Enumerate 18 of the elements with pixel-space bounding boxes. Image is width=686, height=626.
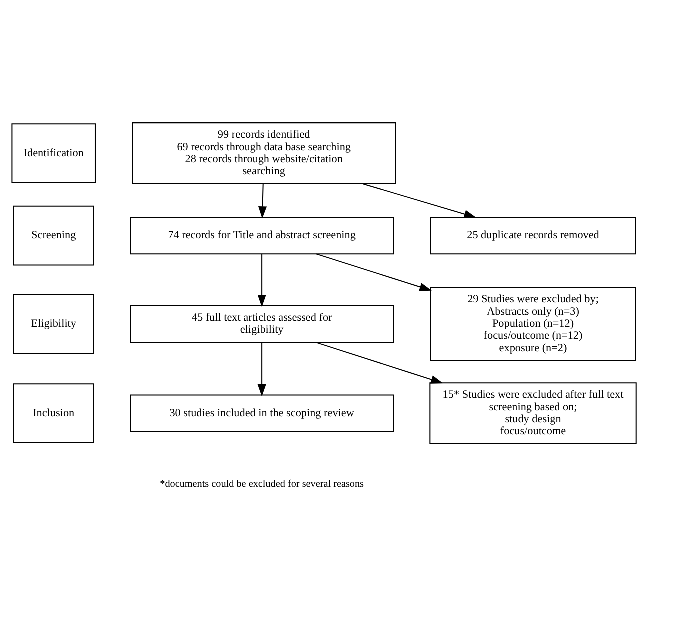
node-box: Identification xyxy=(12,124,96,184)
node-box: 99 records identified 69 records through data base searching 28 records through website/citation searching xyxy=(132,122,396,185)
node-box: 25 duplicate records removed xyxy=(430,217,636,255)
arrow xyxy=(363,184,477,218)
node-box: 45 full text articles assessed for eligibility xyxy=(130,305,394,343)
node-box: 74 records for Title and abstract screening xyxy=(130,217,394,255)
arrow xyxy=(316,342,444,384)
arrow xyxy=(258,254,266,308)
node-box: Eligibility xyxy=(13,294,94,354)
node-box: Screening xyxy=(13,206,94,266)
node-box: Inclusion xyxy=(13,384,94,444)
arrow xyxy=(258,342,266,397)
node-box: 29 Studies were excluded by; Abstracts only (n=3) Population (n=12) focus/outcome (n=12) exposure (n=2) xyxy=(430,287,636,362)
arrow xyxy=(316,254,432,292)
arrow xyxy=(258,184,268,219)
node-box: 15* Studies were excluded after full text screening based on; study design focus/outcome xyxy=(430,382,637,445)
label: *documents could be excluded for several reasons xyxy=(160,479,364,490)
node-box: 30 studies included in the scoping review xyxy=(130,394,394,432)
